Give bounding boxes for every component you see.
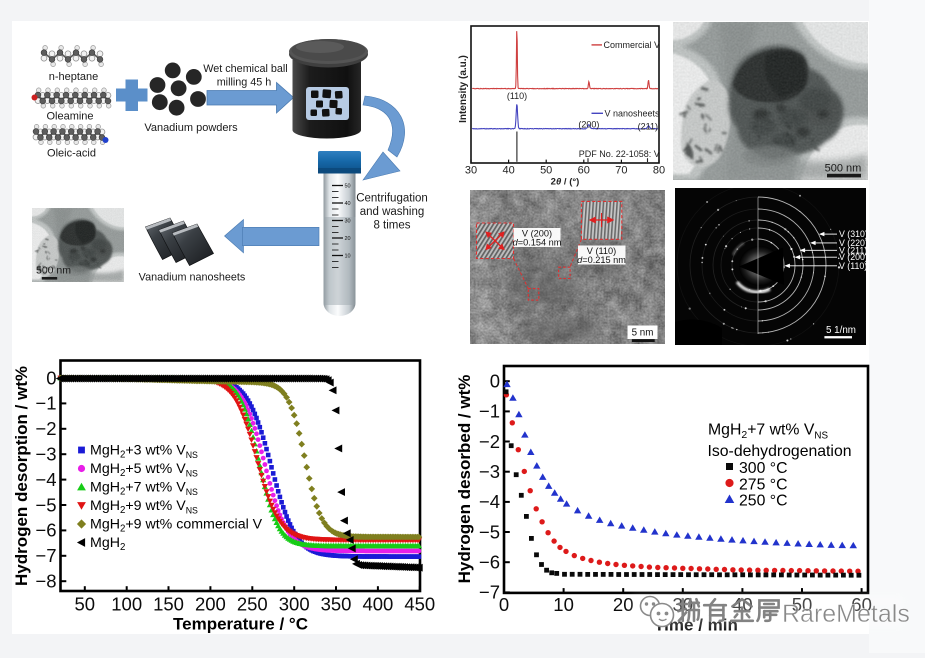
svg-text:80: 80	[653, 165, 665, 177]
svg-text:V (200): V (200)	[522, 229, 552, 239]
svg-text:−3: −3	[479, 461, 500, 482]
svg-text:−7: −7	[479, 582, 500, 603]
svg-text:100: 100	[111, 594, 142, 615]
svg-text:V (220): V (220)	[839, 238, 868, 248]
svg-text:(211): (211)	[638, 121, 658, 131]
svg-text:MgH2+7 wt% VNS: MgH2+7 wt% VNS	[90, 480, 198, 498]
svg-text:275 °C: 275 °C	[739, 476, 787, 493]
svg-text:60: 60	[578, 165, 590, 177]
svg-text:−8: −8	[35, 571, 56, 592]
svg-text:Centrifugation: Centrifugation	[356, 193, 428, 205]
svg-text:Vanadium nanosheets: Vanadium nanosheets	[139, 272, 246, 284]
svg-text:PDF No. 22-1058: V: PDF No. 22-1058: V	[579, 149, 660, 159]
svg-text:250: 250	[237, 594, 268, 615]
svg-text:Intensity (a.u.): Intensity (a.u.)	[458, 55, 469, 123]
svg-text:2θ / (°): 2θ / (°)	[551, 177, 580, 188]
svg-text:d=0.215 nm: d=0.215 nm	[577, 255, 626, 265]
svg-text:−5: −5	[479, 521, 500, 542]
svg-text:50: 50	[540, 165, 552, 177]
svg-text:Oleic-acid: Oleic-acid	[47, 148, 96, 160]
svg-text:Commercial V: Commercial V	[604, 40, 661, 50]
svg-text:n-heptane: n-heptane	[49, 71, 99, 83]
svg-text:Wet chemical ball: Wet chemical ball	[203, 63, 287, 75]
svg-text:d=0.154 nm: d=0.154 nm	[513, 238, 562, 248]
svg-text:−4: −4	[35, 469, 56, 490]
svg-text:and washing: and washing	[360, 206, 425, 218]
svg-text:Hydrogen desorption / wt%: Hydrogen desorption / wt%	[12, 366, 31, 586]
svg-text:0: 0	[490, 371, 500, 392]
svg-text:−2: −2	[479, 431, 500, 452]
svg-text:Vanadium powders: Vanadium powders	[144, 122, 238, 134]
svg-text:V (310): V (310)	[839, 229, 868, 239]
svg-text:MgH2+5 wt% VNS: MgH2+5 wt% VNS	[90, 461, 198, 479]
svg-text:Oleamine: Oleamine	[46, 111, 93, 123]
svg-text:−7: −7	[35, 545, 56, 566]
svg-text:0: 0	[46, 367, 56, 388]
svg-text:V nanosheets: V nanosheets	[605, 109, 661, 119]
svg-text:350: 350	[321, 594, 352, 615]
svg-text:milling 45 h: milling 45 h	[217, 77, 272, 89]
svg-text:450: 450	[404, 594, 435, 615]
svg-text:−1: −1	[479, 401, 500, 422]
svg-text:MgH2+9 wt% VNS: MgH2+9 wt% VNS	[90, 498, 198, 516]
svg-text:5 1/nm: 5 1/nm	[826, 325, 856, 336]
svg-text:30: 30	[465, 165, 477, 177]
svg-text:(110): (110)	[507, 91, 527, 101]
svg-text:RareMetals: RareMetals	[782, 600, 910, 628]
svg-text:Iso-dehydrogenation: Iso-dehydrogenation	[707, 443, 851, 460]
svg-text:40: 40	[502, 165, 514, 177]
svg-text:−3: −3	[35, 444, 56, 465]
svg-text:MgH2+7 wt% VNS: MgH2+7 wt% VNS	[708, 422, 828, 442]
svg-text:500 nm: 500 nm	[825, 163, 862, 175]
svg-text:500 nm: 500 nm	[36, 265, 71, 277]
svg-text:Hydrogen desorbed / wt%: Hydrogen desorbed / wt%	[455, 375, 474, 584]
svg-text:30: 30	[345, 219, 351, 225]
svg-text:5 nm: 5 nm	[632, 328, 654, 339]
svg-text:V (211): V (211)	[839, 245, 867, 255]
svg-text:V (110): V (110)	[587, 246, 616, 256]
svg-text:−2: −2	[35, 418, 56, 439]
svg-text:250 °C: 250 °C	[739, 493, 787, 510]
svg-text:V (110): V (110)	[839, 261, 867, 271]
svg-text:V (200): V (200)	[839, 252, 868, 262]
svg-text:(200): (200)	[578, 119, 599, 129]
svg-text:−1: −1	[35, 393, 56, 414]
svg-text:0: 0	[499, 594, 509, 615]
svg-text:300: 300	[279, 594, 310, 615]
svg-text:10: 10	[345, 254, 351, 260]
svg-text:20: 20	[613, 594, 634, 615]
svg-text:150: 150	[153, 594, 184, 615]
svg-text:8 times: 8 times	[373, 220, 410, 232]
svg-text:MgH2+9 wt% commercial V: MgH2+9 wt% commercial V	[90, 517, 263, 535]
svg-text:MgH2+3 wt% VNS: MgH2+3 wt% VNS	[90, 443, 198, 461]
svg-text:200: 200	[195, 594, 226, 615]
svg-text:MgH2: MgH2	[90, 535, 125, 553]
svg-text:300 °C: 300 °C	[739, 460, 787, 477]
svg-text:−6: −6	[479, 552, 500, 573]
svg-text:40: 40	[345, 201, 351, 207]
svg-text:Temperature / °C: Temperature / °C	[173, 615, 308, 634]
svg-text:50: 50	[75, 594, 96, 615]
svg-text:400: 400	[362, 594, 393, 615]
svg-text:−6: −6	[35, 520, 56, 541]
svg-text:10: 10	[553, 594, 574, 615]
svg-text:50: 50	[345, 184, 351, 190]
svg-text:−5: −5	[35, 494, 56, 515]
svg-text:20: 20	[345, 236, 351, 242]
svg-text:70: 70	[615, 165, 627, 177]
svg-text:−4: −4	[479, 491, 500, 512]
